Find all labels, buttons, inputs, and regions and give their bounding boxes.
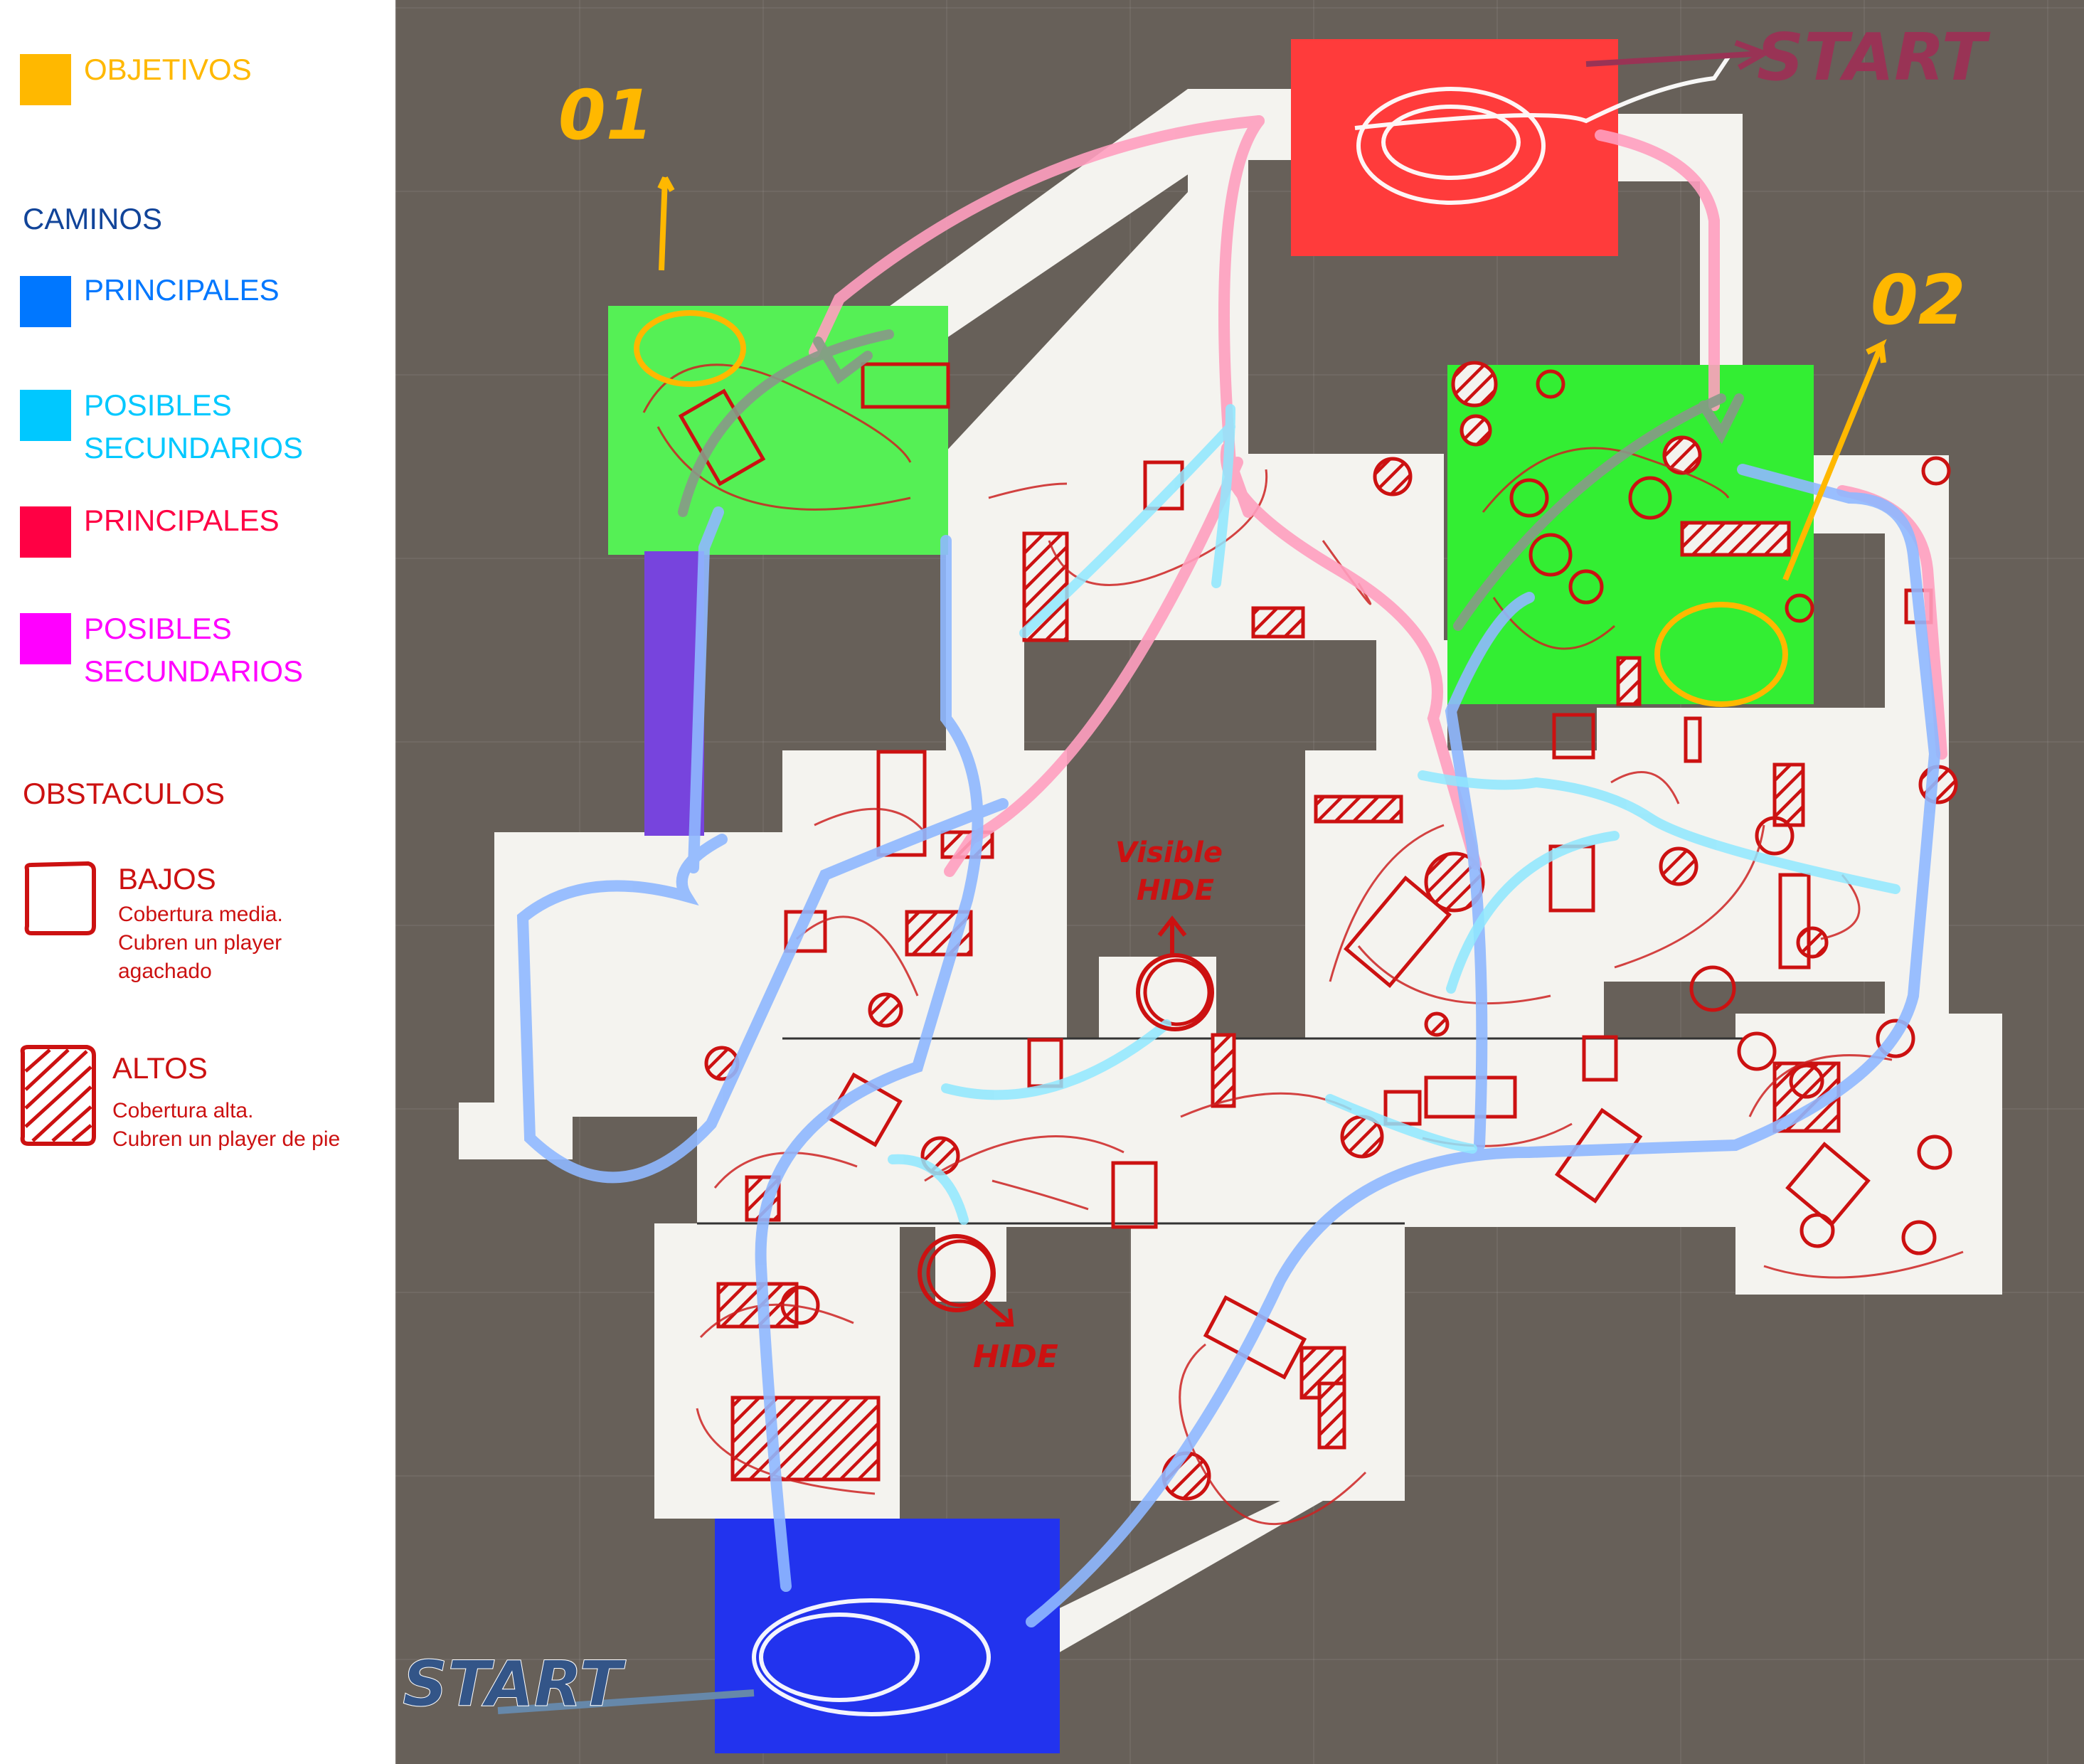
square-outline-icon — [20, 859, 98, 939]
label-start-blue: START — [403, 1647, 626, 1721]
legend-secundarios-cyan-swatch — [20, 390, 71, 441]
label-hide-top: HIDE — [1137, 874, 1214, 907]
hatched-square-icon — [16, 1043, 101, 1149]
legend-panel: OBJETIVOS CAMINOS PRINCIPALES POSIBLES S… — [0, 0, 395, 1764]
legend-principales-blue-swatch — [20, 276, 71, 327]
legend-objetivos-label: OBJETIVOS — [84, 48, 252, 91]
level-map: START START 01 02 Visible HIDE HIDE — [395, 0, 2084, 1764]
legend-secundarios-magenta-line1: POSIBLES — [84, 607, 232, 650]
legend-principales-red-label: PRINCIPALES — [84, 499, 280, 542]
legend-altos-desc2: Cubren un player de pie — [112, 1125, 340, 1154]
label-start-red: START — [1757, 19, 1991, 95]
legend-bajos-title: BAJOS — [118, 858, 216, 900]
red-spawn-zone — [1291, 39, 1618, 256]
map-canvas: START START 01 02 Visible HIDE HIDE — [395, 0, 2084, 1764]
legend-altos-title: ALTOS — [112, 1047, 208, 1090]
legend-secundarios-magenta-line2: SECUNDARIOS — [84, 650, 303, 693]
legend-objetivos-swatch — [20, 54, 71, 105]
legend-secundarios-cyan-line2: SECUNDARIOS — [84, 427, 303, 469]
label-objective-01: 01 — [558, 75, 654, 155]
legend-bajos-desc1: Cobertura media. — [118, 900, 283, 929]
legend-secundarios-cyan-line1: POSIBLES — [84, 384, 232, 427]
legend-caminos-title: CAMINOS — [23, 198, 162, 240]
label-visible: Visible — [1115, 836, 1223, 869]
legend-principales-blue-label: PRINCIPALES — [84, 269, 280, 312]
blue-spawn-zone — [715, 1519, 1060, 1753]
label-hide-bottom: HIDE — [973, 1339, 1058, 1375]
legend-obstaculos-title: OBSTACULOS — [23, 772, 225, 815]
label-objective-02: 02 — [1871, 260, 1966, 340]
legend-altos-desc1: Cobertura alta. — [112, 1097, 253, 1125]
legend-bajos-desc2: Cubren un player — [118, 929, 282, 957]
legend-secundarios-magenta-swatch — [20, 613, 71, 664]
legend-bajos-desc3: agachado — [118, 957, 212, 986]
legend-principales-red-swatch — [20, 506, 71, 558]
